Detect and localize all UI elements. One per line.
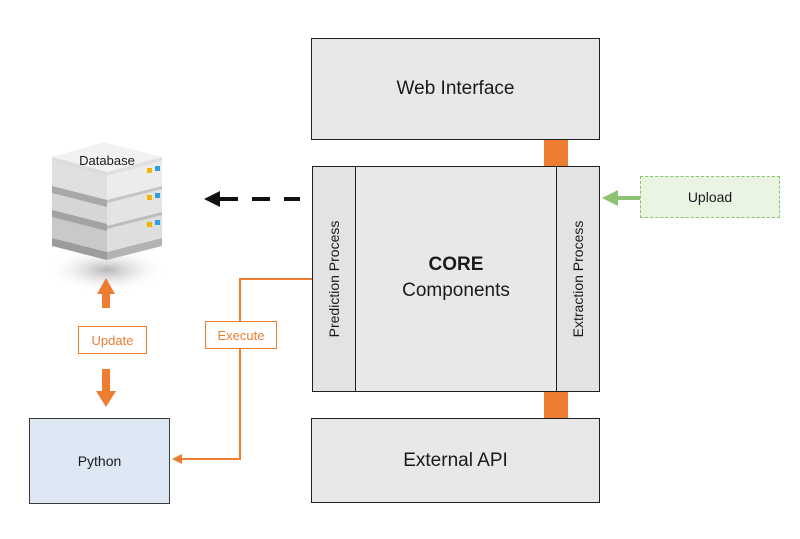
- extraction-process-panel: Extraction Process: [556, 166, 600, 392]
- core-subtitle: Components: [402, 280, 510, 301]
- upload-arrow: [602, 190, 640, 206]
- upload-label: Upload: [687, 189, 733, 205]
- update-label-text: Update: [91, 332, 134, 348]
- execute-label-text: Execute: [217, 327, 265, 343]
- python-label: Python: [77, 453, 122, 469]
- database-label: Database: [79, 153, 135, 168]
- execute-connector: [172, 278, 312, 464]
- external-api-label: External API: [403, 449, 508, 471]
- database-server-icon: [47, 142, 167, 292]
- web-interface-box: Web Interface: [311, 38, 600, 140]
- python-box: Python: [29, 418, 170, 504]
- web-interface-label: Web Interface: [396, 78, 515, 99]
- prediction-process-label: Prediction Process: [326, 220, 342, 338]
- upload-box: Upload: [640, 176, 780, 218]
- external-api-box: External API: [311, 418, 600, 503]
- prediction-process-panel: Prediction Process: [312, 166, 356, 392]
- update-label: Update: [78, 326, 147, 354]
- core-title: CORE: [428, 254, 484, 275]
- extraction-process-label: Extraction Process: [570, 220, 586, 338]
- execute-label: Execute: [205, 321, 277, 349]
- core-components-box: CORE Components: [312, 166, 600, 392]
- update-arrows: [96, 278, 116, 407]
